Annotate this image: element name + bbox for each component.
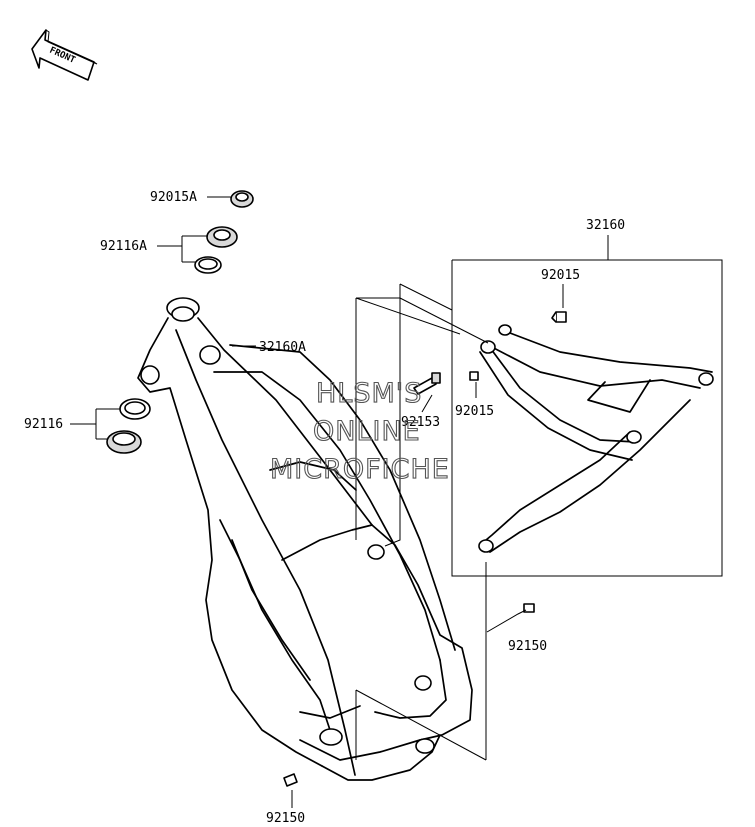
upper-bearing-92116A — [194, 226, 238, 274]
callout-92015A: 92015A — [150, 190, 197, 205]
callout-92015-top: 92015 — [541, 268, 580, 283]
bolt-92150-bottom — [283, 773, 298, 787]
lower-bearing-92116 — [106, 398, 151, 454]
leader-lines — [70, 196, 723, 808]
callout-92116: 92116 — [24, 417, 63, 432]
watermark-line3: MICROFICHE — [270, 454, 450, 485]
main-frame-32160A — [137, 297, 473, 781]
callout-92116A: 92116A — [100, 239, 147, 254]
watermark-line1: HLSM'S — [316, 378, 422, 409]
steering-stem-nut-92015A — [230, 190, 254, 208]
callout-92015-mid: 92015 — [455, 404, 494, 419]
bolt-92150-right — [523, 603, 535, 613]
sub-frame-32160 — [478, 324, 714, 553]
bolt-92015-mid — [469, 371, 479, 381]
watermark: HLSM'S ONLINE MICROFICHE — [269, 377, 450, 485]
callout-32160: 32160 — [586, 218, 625, 233]
bolt-92015-upper — [551, 311, 567, 323]
callout-92153: 92153 — [401, 415, 440, 430]
watermark-line2: ONLINE — [313, 416, 421, 447]
callout-92150-right: 92150 — [508, 639, 547, 654]
bolt-92153 — [413, 372, 441, 395]
callout-32160A: 32160A — [259, 340, 306, 355]
front-arrow-icon: FRONT — [31, 29, 98, 81]
callout-92150-bottom: 92150 — [266, 811, 305, 826]
